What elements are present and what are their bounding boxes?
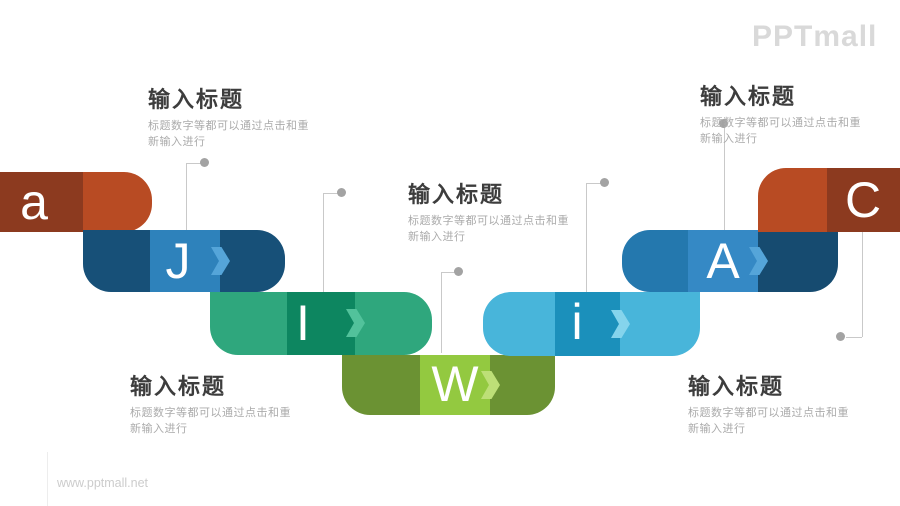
block-I[interactable]: I — [210, 292, 432, 355]
title-heading: 输入标题 — [130, 374, 227, 399]
block-W-dark-segment — [342, 355, 420, 415]
block-letter: J — [165, 233, 191, 289]
block-letter: A — [706, 233, 740, 289]
block-C-dark-segment — [827, 168, 900, 232]
block-A-dark-segment — [758, 230, 838, 292]
block-letter: i — [571, 294, 583, 350]
block-A-medium-segment — [622, 230, 688, 292]
block-letter: a — [20, 174, 48, 230]
title-subtitle: 标题数字等都可以通过点击和重 新输入进行 — [688, 407, 849, 435]
block-C[interactable]: C — [758, 168, 900, 232]
watermark-url: www.pptmall.net — [57, 476, 149, 490]
block-letter: I — [296, 295, 310, 351]
title-heading: 输入标题 — [700, 84, 797, 109]
connector-dot — [719, 119, 728, 128]
title-subtitle: 标题数字等都可以通过点击和重 新输入进行 — [408, 215, 569, 243]
connector-dot — [454, 267, 463, 276]
title-group-top-left[interactable]: 输入标题 标题数字等都可以通过点击和重 新输入进行 — [148, 88, 309, 150]
connector-dot — [836, 332, 845, 341]
block-J-dark-segment — [220, 230, 285, 292]
title-subtitle: 标题数字等都可以通过点击和重 新输入进行 — [130, 407, 291, 435]
title-subtitle: 标题数字等都可以通过点击和重 新输入进行 — [148, 120, 309, 148]
block-C-light-segment — [758, 168, 827, 232]
arrow-right-icon — [346, 309, 365, 337]
title-heading: 输入标题 — [408, 182, 505, 207]
block-W[interactable]: W — [342, 355, 555, 415]
block-J[interactable]: J — [83, 230, 285, 292]
block-a-light-segment — [83, 172, 152, 232]
block-W-light-segment — [420, 355, 490, 415]
arrow-right-icon — [749, 247, 768, 275]
block-I-light-segment — [210, 292, 287, 355]
arrow-right-icon — [211, 247, 230, 275]
block-letter: C — [844, 172, 882, 228]
block-i-dark-segment — [555, 292, 620, 356]
block-I-light-segment — [355, 292, 432, 355]
title-group-center[interactable]: 输入标题 标题数字等都可以通过点击和重 新输入进行 — [408, 183, 569, 245]
connector-dot — [200, 158, 209, 167]
block-W-dark-segment — [490, 355, 555, 415]
title-subtitle: 标题数字等都可以通过点击和重 新输入进行 — [700, 117, 861, 145]
title-group-bottom-left[interactable]: 输入标题 标题数字等都可以通过点击和重 新输入进行 — [130, 375, 291, 437]
block-i-light-segment — [483, 292, 555, 356]
block-i-light-segment — [620, 292, 700, 356]
block-i[interactable]: i — [483, 292, 700, 356]
title-group-top-right[interactable]: 输入标题 标题数字等都可以通过点击和重 新输入进行 — [700, 85, 861, 147]
title-heading: 输入标题 — [148, 87, 245, 112]
block-letter: W — [431, 356, 479, 412]
arrow-right-icon — [611, 310, 630, 338]
block-A[interactable]: A — [622, 230, 838, 292]
pptmall-logo: PPTmall — [752, 20, 878, 53]
block-J-light-segment — [150, 230, 220, 292]
block-J-dark-segment — [83, 230, 150, 292]
block-A-light-segment — [688, 230, 758, 292]
arrow-right-icon — [481, 371, 500, 399]
footer-rule — [47, 452, 48, 506]
title-heading: 输入标题 — [688, 374, 785, 399]
connector-dot — [337, 188, 346, 197]
block-a-dark-segment — [0, 172, 83, 232]
title-group-bottom-right[interactable]: 输入标题 标题数字等都可以通过点击和重 新输入进行 — [688, 375, 849, 437]
block-I-dark-segment — [287, 292, 355, 355]
connector-dot — [600, 178, 609, 187]
block-a[interactable]: a — [0, 172, 152, 232]
